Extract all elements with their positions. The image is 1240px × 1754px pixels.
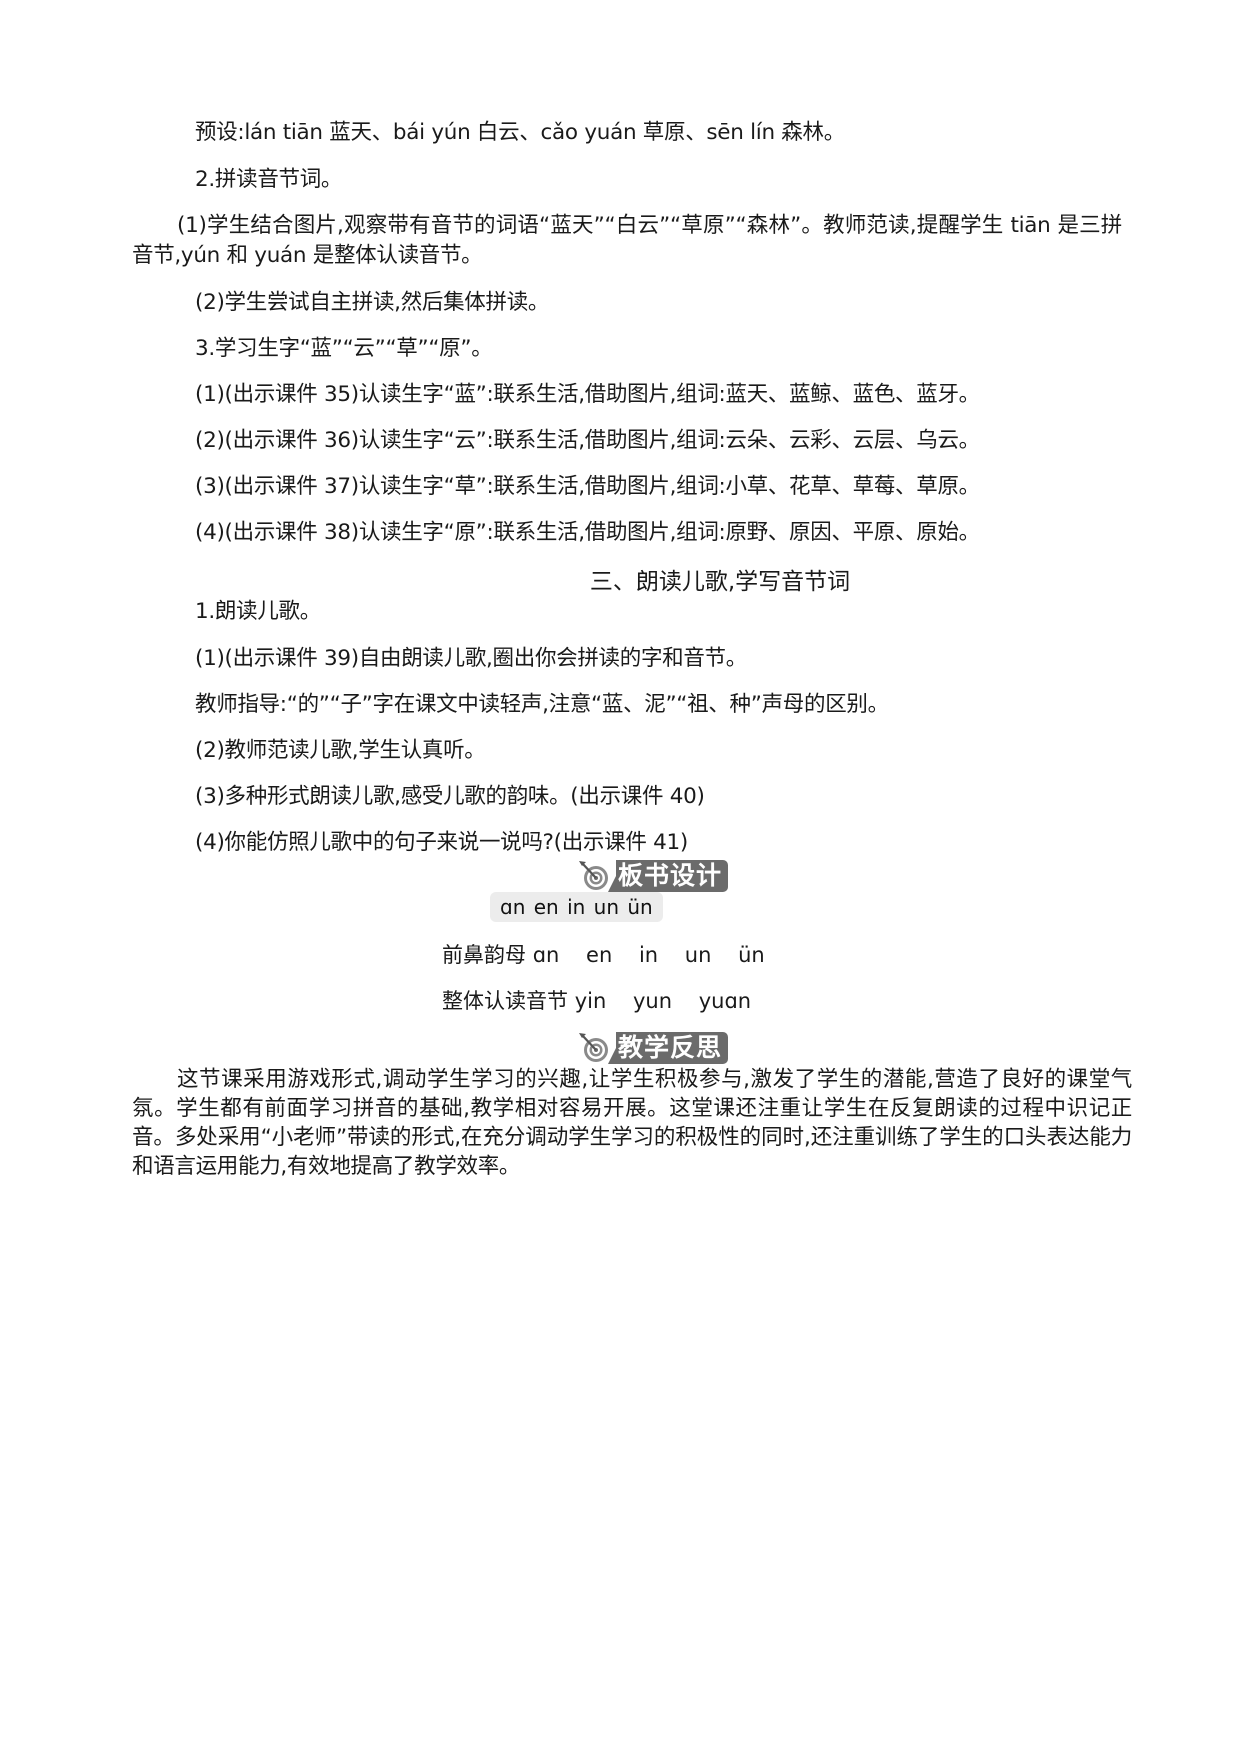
pinyin-finals-box: ɑn en in un ün	[490, 892, 663, 922]
section-3-title: 三、朗读儿歌,学写音节词	[589, 569, 851, 595]
section-3-item-1-4: (4)你能仿照儿歌中的句子来说一说吗?(出示课件 41)	[195, 830, 688, 855]
board-row-front-nasal: 前鼻韵母 ɑn en in un ün	[442, 940, 765, 970]
section-3-item-1: 1.朗读儿歌。	[195, 599, 321, 624]
board-row-label: 整体认读音节	[442, 989, 568, 1013]
board-row-values: ɑn en in un ün	[532, 943, 765, 967]
section-3-item-1-2: (2)教师范读儿歌,学生认真听。	[195, 738, 486, 763]
board-design-badge: 板书设计	[578, 860, 729, 892]
reflection-paragraph: 这节课采用游戏形式,调动学生学习的兴趣,让学生积极参与,激发了学生的潜能,营造了…	[132, 1067, 1132, 1179]
teacher-guide-line: 教师指导:“的”“子”字在课文中读轻声,注意“蓝、泥”“祖、种”声母的区别。	[195, 692, 889, 717]
step-3-heading: 3.学习生字“蓝”“云”“草”“原”。	[195, 336, 493, 361]
teaching-reflection-label: 教学反思	[608, 1032, 729, 1064]
board-row-label: 前鼻韵母	[442, 943, 526, 967]
preset-line: 预设:lán tiān 蓝天、bái yún 白云、cǎo yuán 草原、sē…	[195, 120, 845, 145]
board-row-values: yin yun yuɑn	[574, 989, 752, 1013]
step-2-1-paragraph: (1)学生结合图片,观察带有音节的词语“蓝天”“白云”“草原”“森林”。教师范读…	[132, 213, 1122, 268]
target-dart-icon	[578, 860, 612, 892]
section-3-item-1-3: (3)多种形式朗读儿歌,感受儿歌的韵味。(出示课件 40)	[195, 784, 705, 809]
step-2-heading: 2.拼读音节词。	[195, 167, 343, 192]
step-3-2-line: (2)(出示课件 36)认读生字“云”:联系生活,借助图片,组词:云朵、云彩、云…	[195, 428, 980, 453]
board-design-label: 板书设计	[608, 860, 729, 892]
step-2-2-line: (2)学生尝试自主拼读,然后集体拼读。	[195, 290, 550, 315]
step-3-3-line: (3)(出示课件 37)认读生字“草”:联系生活,借助图片,组词:小草、花草、草…	[195, 474, 980, 499]
section-3-item-1-1: (1)(出示课件 39)自由朗读儿歌,圈出你会拼读的字和音节。	[195, 646, 747, 671]
step-3-4-line: (4)(出示课件 38)认读生字“原”:联系生活,借助图片,组词:原野、原因、平…	[195, 520, 980, 545]
step-3-1-line: (1)(出示课件 35)认读生字“蓝”:联系生活,借助图片,组词:蓝天、蓝鲸、蓝…	[195, 382, 980, 407]
teaching-reflection-badge: 教学反思	[578, 1032, 729, 1064]
board-row-whole-syllables: 整体认读音节 yin yun yuɑn	[442, 986, 751, 1016]
target-dart-icon	[578, 1032, 612, 1064]
